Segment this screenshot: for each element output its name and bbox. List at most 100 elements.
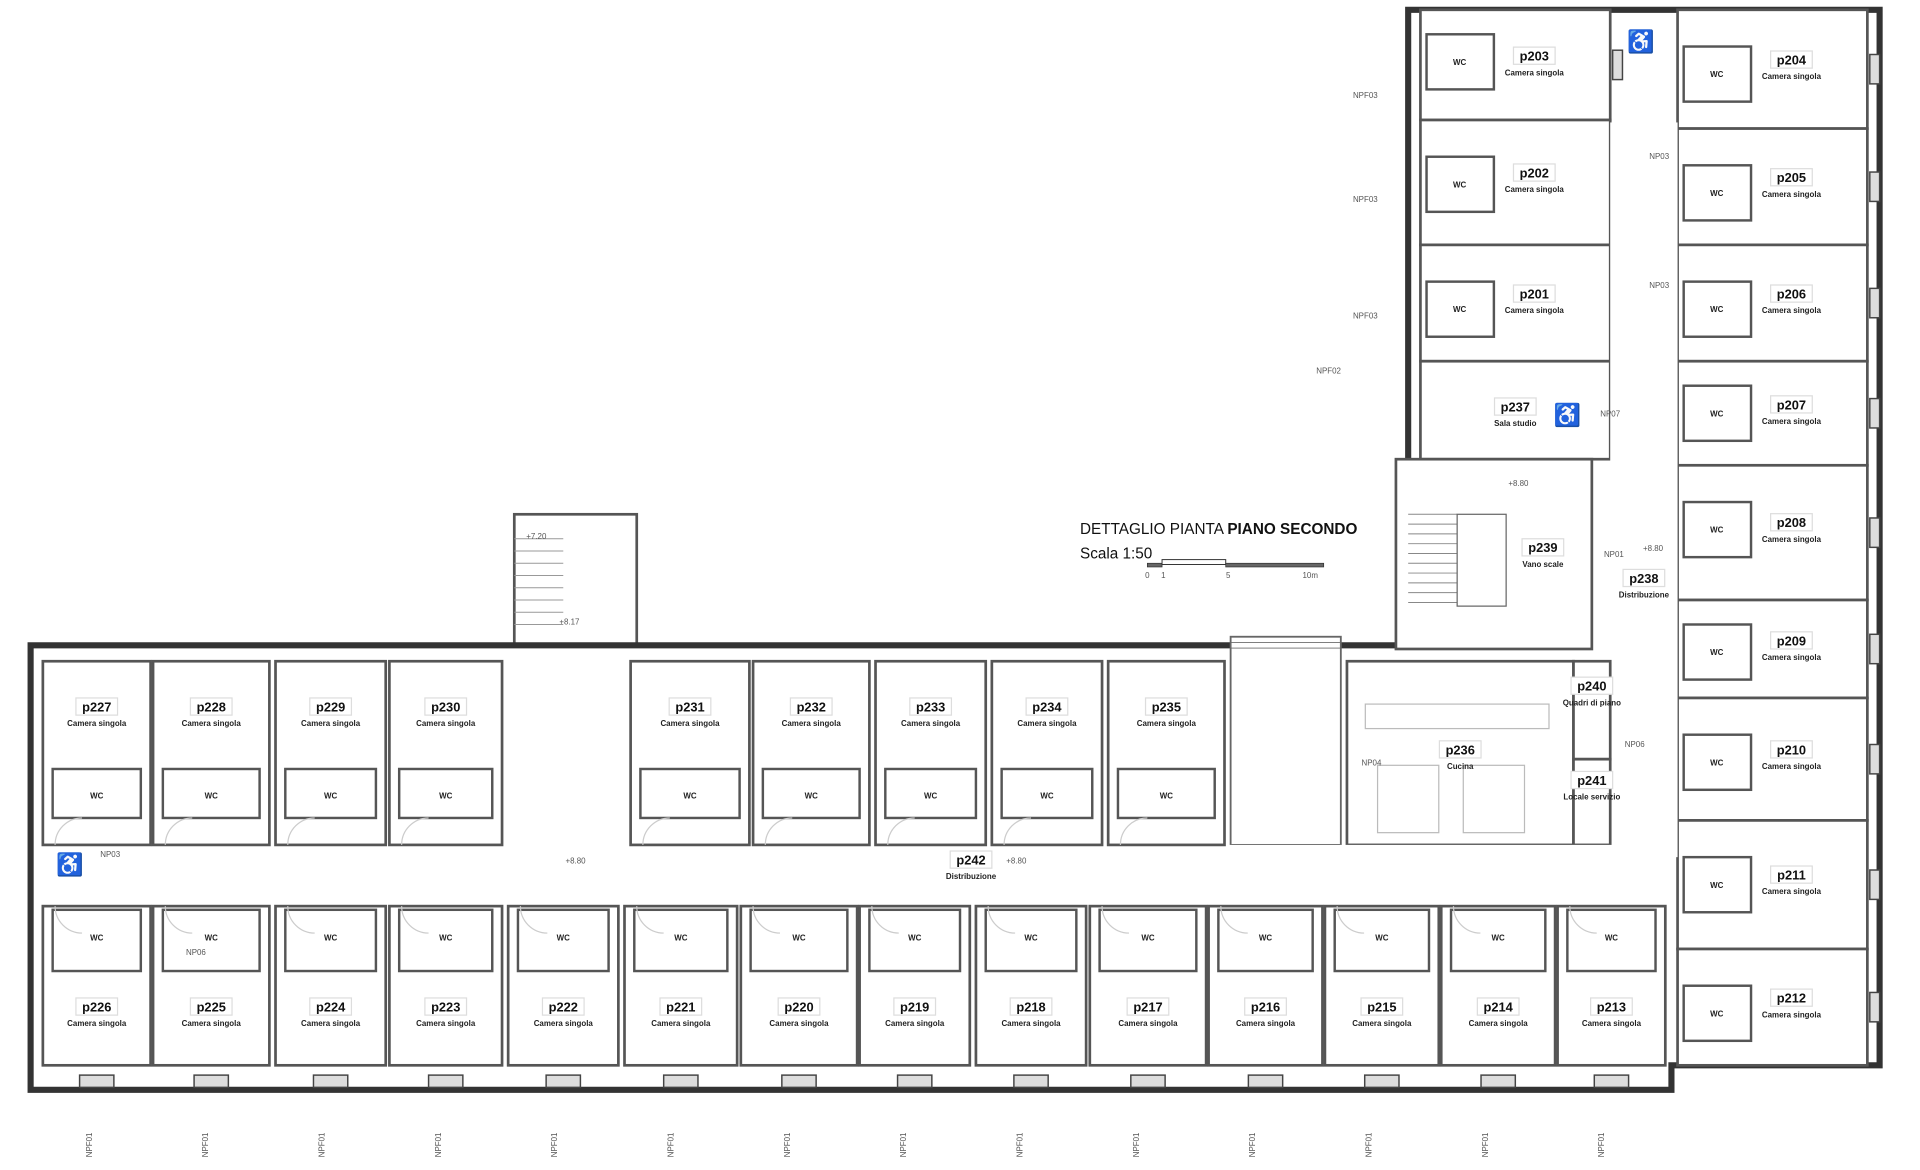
room-id: p220 [784, 999, 813, 1014]
wc-outline [1425, 33, 1496, 91]
window [1869, 171, 1881, 203]
room-name: Camera singola [1118, 1019, 1178, 1028]
room-id: p204 [1777, 52, 1807, 67]
wc-label: WC [1710, 648, 1723, 657]
window [1869, 633, 1881, 665]
wc-label: WC [324, 791, 337, 800]
door-swing [287, 817, 315, 845]
room-id: p217 [1133, 999, 1162, 1014]
wc-outline [284, 908, 378, 973]
room-id: p210 [1777, 742, 1806, 757]
room-id: p226 [82, 999, 111, 1014]
wc-label: WC [683, 791, 696, 800]
wc-label: WC [924, 791, 937, 800]
wc-outline [397, 767, 494, 820]
wc-label: WC [1453, 305, 1466, 314]
room-id: p218 [1016, 999, 1045, 1014]
wc-label: WC [1605, 933, 1618, 942]
room-label-box [1622, 568, 1666, 588]
room-label-box [1770, 740, 1813, 759]
corridor-floor [36, 844, 1672, 907]
exterior-wall [27, 6, 1883, 1093]
room-name: Distribuzione [946, 872, 997, 881]
room-id: p227 [82, 699, 111, 714]
plan-title: DETTAGLIO PIANTA PIANO SECONDO Scala 1:5… [1080, 521, 1357, 580]
room-id: p221 [666, 999, 695, 1014]
door-code-label: NPF01 [550, 1132, 559, 1157]
room-name: Camera singola [416, 719, 476, 728]
window [1869, 397, 1881, 429]
room-id: p213 [1597, 999, 1626, 1014]
room-id: p228 [197, 699, 226, 714]
door-code-label: NPF02 [1316, 366, 1341, 375]
wc-label: WC [1710, 758, 1723, 767]
room-name: Camera singola [782, 719, 842, 728]
room-label-box [1590, 997, 1633, 1016]
scale-bar: 0 1 5 10m [1145, 559, 1325, 580]
wc-label: WC [674, 933, 687, 942]
door-code-label: NPF03 [1353, 311, 1378, 320]
room-id: p219 [900, 999, 929, 1014]
wc-outline [1000, 767, 1094, 820]
scale-tick: 1 [1161, 571, 1166, 580]
room-label-box [309, 697, 353, 716]
elevation-mark: +7.20 [526, 532, 547, 541]
room-label-box [949, 850, 993, 869]
wc-outline [51, 908, 143, 973]
room-id: p241 [1577, 773, 1606, 788]
wc-outline [1098, 908, 1198, 973]
room-id: p236 [1446, 742, 1475, 757]
elevation-mark: +8.80 [1006, 856, 1027, 865]
door-code-label: NPF01 [434, 1132, 443, 1157]
room-label-box [309, 997, 353, 1016]
door-code-label: NP06 [1625, 740, 1645, 749]
wc-label: WC [1259, 933, 1272, 942]
wc-label: WC [1710, 189, 1723, 198]
room-id: p232 [797, 699, 826, 714]
wc-outline [984, 908, 1078, 973]
door-swing [764, 817, 793, 845]
door-swing [164, 906, 193, 934]
title-text: DETTAGLIO PIANTA PIANO SECONDO [1080, 521, 1357, 538]
room-label-box [1025, 697, 1069, 716]
door-code-label: NPF01 [1481, 1132, 1490, 1157]
wc-outline [1425, 280, 1496, 338]
wc-outline [1682, 500, 1753, 559]
room-id: p216 [1251, 999, 1280, 1014]
wc-outline [1682, 280, 1753, 338]
wc-label: WC [792, 933, 805, 942]
wc-label: WC [1375, 933, 1388, 942]
door-swing [752, 906, 781, 934]
window [545, 1074, 582, 1089]
wc-label: WC [1710, 1009, 1723, 1018]
door-swing [642, 817, 670, 845]
wc-outline [1449, 908, 1547, 973]
room-name: Camera singola [660, 719, 720, 728]
room-outline [1572, 659, 1612, 761]
door-code-label: NPF03 [1353, 195, 1378, 204]
room-name: Camera singola [416, 1019, 476, 1028]
door-swing [401, 906, 429, 934]
window [1869, 869, 1881, 901]
wc-label: WC [90, 791, 103, 800]
wc-label: WC [1492, 933, 1505, 942]
wc-label: WC [205, 791, 218, 800]
kitchen-table [1376, 764, 1440, 834]
window [1480, 1074, 1517, 1089]
room-name: Camera singola [901, 719, 961, 728]
room-name: Camera singola [67, 719, 127, 728]
window [1869, 53, 1881, 85]
room-id: p239 [1528, 540, 1557, 555]
window [1869, 743, 1881, 775]
room-name: Camera singola [1762, 417, 1822, 426]
wc-outline [1682, 984, 1753, 1043]
door-code-label: NP03 [1649, 152, 1669, 161]
window [662, 1074, 699, 1089]
